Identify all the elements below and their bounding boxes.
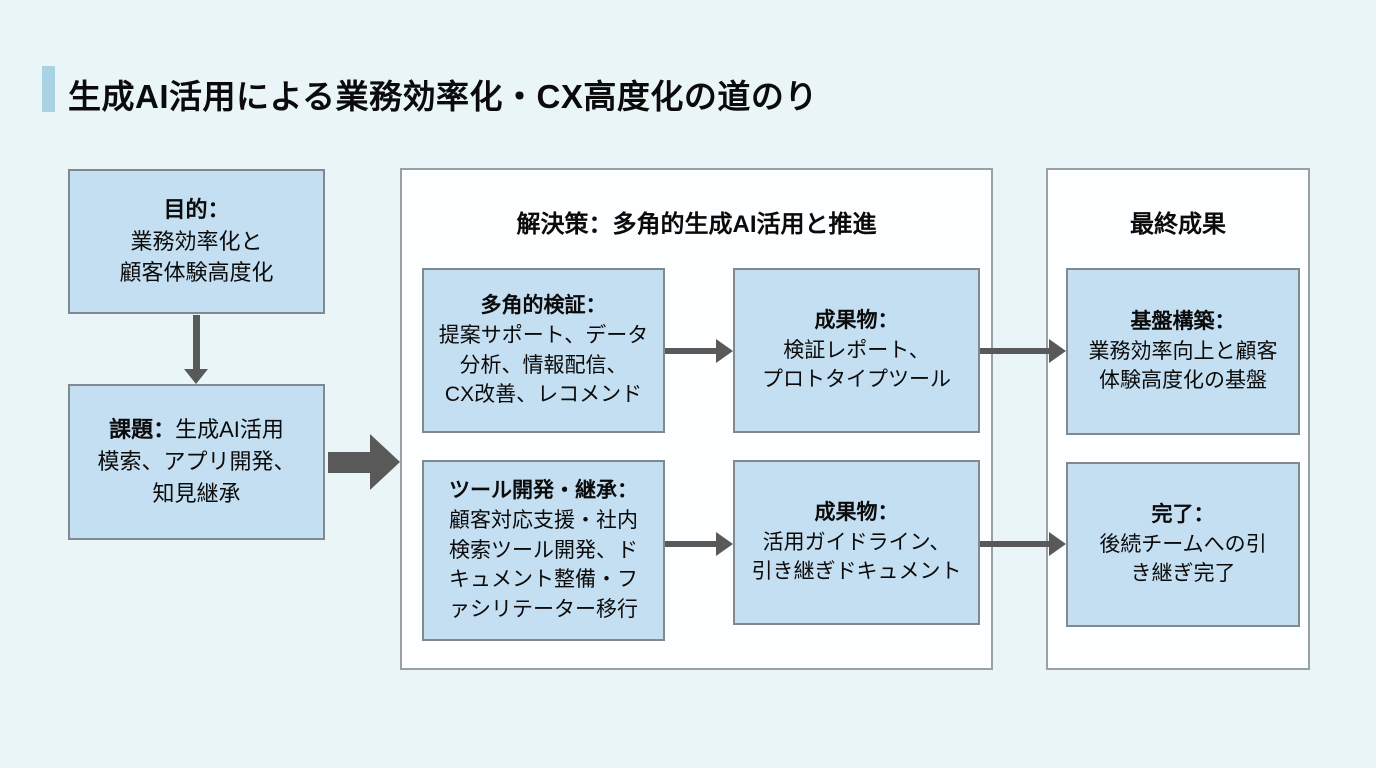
verification-box-content: 多角的検証： 提案サポート、データ 分析、情報配信、 CX改善、レコメンド [424,291,663,410]
arrow-down-icon [184,369,208,384]
arrow-shaft [980,348,1051,354]
arrow-right-icon [1049,339,1066,363]
box-line: 業務効率向上と顧客 [1088,339,1278,363]
arrow-right-icon [370,434,400,490]
title-accent-bar [42,66,55,112]
box-line: 分析、情報配信、 [459,353,628,377]
arrow-shaft [980,541,1051,547]
page-title: 生成AI活用による業務効率化・CX高度化の道のり [68,78,818,115]
box-title: ツール開発・継承： [449,478,638,502]
arrow-right-icon [716,339,733,363]
box-line: CX改善、レコメンド [444,383,643,407]
box-line: ァシリテーター移行 [449,598,638,622]
deliverable-top-box: 成果物： 検証レポート、 プロトタイプツール [733,268,980,433]
box-line: 業務効率化と [130,228,263,254]
box-line: 検証レポート、 [783,338,930,362]
challenge-box: 課題：生成AI活用 模索、アプリ開発、 知見継承 [68,384,325,540]
box-line: 顧客対応支援・社内 [449,508,638,532]
arrow-right-icon [716,532,733,556]
arrow-shaft [665,541,718,547]
arrow-shaft [193,315,200,369]
box-line: プロトタイプツール [762,368,951,392]
goal-box: 目的： 業務効率化と 顧客体験高度化 [68,169,325,314]
arrow-tooldev-to-deliverable [665,532,733,556]
box-title-suffix: 生成AI活用 [175,417,284,443]
box-title: 課題： [109,417,176,443]
box-line: 検索ツール開発、ド [449,538,638,562]
box-line: 知見継承 [152,480,241,506]
deliverable-bottom-box-content: 成果物： 活用ガイドライン、 引き継ぎドキュメント [735,498,978,587]
foundation-box-content: 基盤構築： 業務効率向上と顧客 体験高度化の基盤 [1068,307,1298,396]
challenge-box-content: 課題：生成AI活用 模索、アプリ開発、 知見継承 [70,414,323,510]
goal-box-content: 目的： 業務効率化と 顧客体験高度化 [70,194,323,290]
box-line: 後続チームへの引 [1099,532,1267,556]
arrow-goal-to-challenge [184,315,208,384]
box-title: 目的： [163,196,230,222]
verification-box: 多角的検証： 提案サポート、データ 分析、情報配信、 CX改善、レコメンド [422,268,665,433]
tool-dev-box: ツール開発・継承： 顧客対応支援・社内 検索ツール開発、ド キュメント整備・フ … [422,460,665,641]
box-line: き継ぎ完了 [1130,562,1236,586]
solution-section-title: 解決策：多角的生成AI活用と推進 [516,211,877,238]
box-title: 基盤構築： [1130,309,1236,333]
arrow-deliverable-to-foundation [980,339,1066,363]
box-line: 引き継ぎドキュメント [751,560,962,584]
completion-box-content: 完了： 後続チームへの引 き継ぎ完了 [1068,500,1298,589]
box-title: 多角的検証： [480,293,607,317]
box-line: 活用ガイドライン、 [762,530,951,554]
box-line: キュメント整備・フ [449,568,638,592]
completion-box: 完了： 後続チームへの引 き継ぎ完了 [1066,462,1300,627]
arrow-challenge-to-solution [328,434,400,491]
arrow-shaft [328,452,372,473]
box-line: 提案サポート、データ [438,323,649,347]
foundation-box: 基盤構築： 業務効率向上と顧客 体験高度化の基盤 [1066,268,1300,435]
box-line: 模索、アプリ開発、 [97,449,296,475]
arrow-verification-to-deliverable [665,339,733,363]
arrow-deliverable-to-completion [980,532,1066,556]
outcome-section-title: 最終成果 [1130,211,1226,238]
box-line: 体験高度化の基盤 [1099,369,1267,393]
deliverable-bottom-box: 成果物： 活用ガイドライン、 引き継ぎドキュメント [733,460,980,625]
box-title: 成果物： [814,308,899,332]
box-title: 完了： [1151,502,1215,526]
tool-dev-box-content: ツール開発・継承： 顧客対応支援・社内 検索ツール開発、ド キュメント整備・フ … [424,476,663,625]
box-line: 課題：生成AI活用 [70,414,323,446]
box-title: 成果物： [814,500,899,524]
deliverable-top-box-content: 成果物： 検証レポート、 プロトタイプツール [735,306,978,395]
arrow-shaft [665,348,718,354]
box-line: 顧客体験高度化 [119,260,274,286]
arrow-right-icon [1049,532,1066,556]
